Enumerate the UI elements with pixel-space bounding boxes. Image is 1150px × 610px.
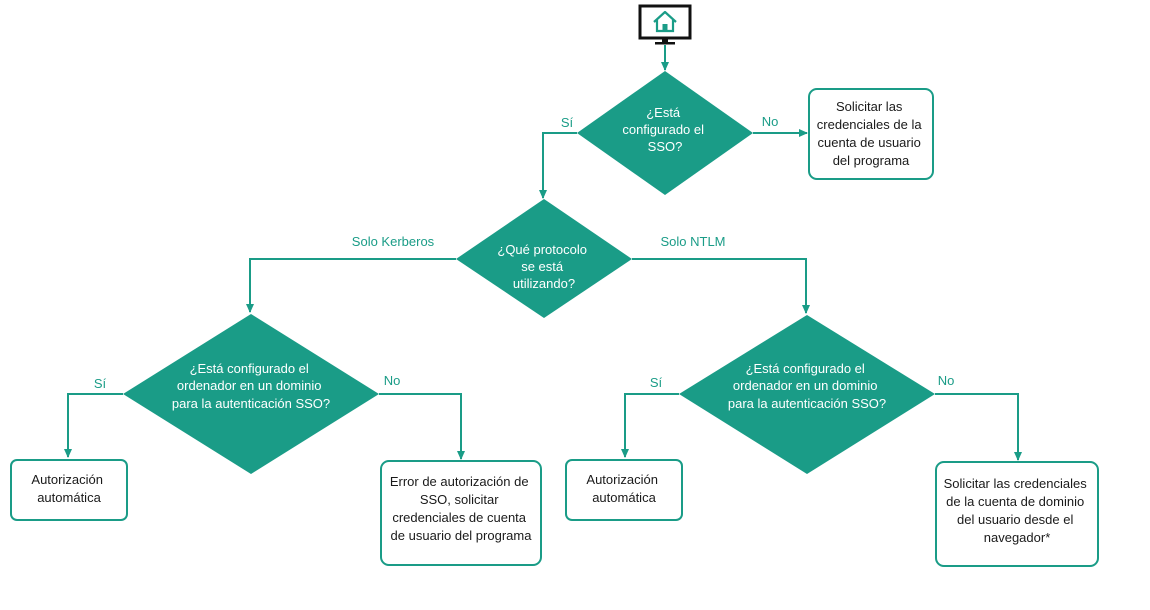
decision-text-line: configurado el [622,122,704,137]
box-request-domain-credentials: Solicitar las credenciales de la cuenta … [935,461,1099,567]
box-text-line: Solicitar las credenciales [944,476,1088,491]
svg-text:Solicitar las credenciales: Solicitar las credenciales de la cuenta … [944,476,1091,545]
decision-text-line: ¿Está configurado el [190,361,309,376]
decision-text-line: para la autenticación SSO? [728,396,886,411]
decision-text-line: ¿Está configurado el [746,361,865,376]
decision-domain-left: ¿Está configurado el ordenador en un dom… [123,314,379,474]
decision-domain-right: ¿Está configurado el ordenador en un dom… [679,315,935,474]
process-box [10,459,128,521]
box-text-line: SSO, solicitar [420,492,499,507]
connector-ntlm [632,258,810,314]
connector-right-yes [621,393,679,458]
box-text-line: navegador* [984,530,1051,545]
box-text-line: automática [592,490,656,505]
box-text-line: del usuario desde el [957,512,1073,527]
box-text-line: Autorización [586,472,658,487]
decision-text-line: ordenador en un dominio [733,378,878,393]
box-auto-authorization-right: Autorización automática [565,459,683,521]
edge-label-left-yes: Sí [94,376,107,391]
edge-label-kerberos: Solo Kerberos [352,234,435,249]
decision-text-line: utilizando? [513,276,575,291]
connectors [64,45,1022,461]
process-box [565,459,683,521]
process-box [935,461,1099,567]
decision-diamond [679,315,935,474]
process-box [808,88,934,180]
box-text-line: cuenta de usuario [818,135,921,150]
decision-text-line: se está [521,259,564,274]
decision-text-line: para la autenticación SSO? [172,396,330,411]
svg-text:Autorización automática: Autorización automática [586,472,661,505]
edge-label-left-no: No [384,373,401,388]
box-text-line: del programa [833,153,910,168]
box-text-line: Autorización [31,472,103,487]
edge-label-sso-yes: Sí [561,115,574,130]
svg-text:¿Está configurado el: ¿Está configurado el SSO? [622,105,707,154]
svg-text:¿Está configurado el ord: ¿Está configurado el ordenador en un dom… [172,361,330,411]
box-text-line: Error de autorización de [390,474,529,489]
decision-diamond [123,314,379,474]
box-text-line: Solicitar las [836,99,903,114]
decision-text-line: SSO? [648,139,683,154]
edge-labels: Sí No Solo Kerberos Solo NTLM Sí No Sí N… [94,114,954,391]
decision-text-line: ¿Qué protocolo [497,242,587,257]
edge-label-sso-no: No [762,114,779,129]
decision-protocol: ¿Qué protocolo se está utilizando? [456,199,632,318]
decision-diamond [456,199,632,318]
decision-diamond [577,71,753,195]
svg-text:Error de autorización de: Error de autorización de SSO, solicitar … [390,474,532,543]
connector-left-yes [64,393,123,458]
box-auto-authorization-left: Autorización automática [10,459,128,521]
connector-kerberos [246,258,456,313]
svg-text:Autorización automática: Autorización automática [31,472,106,505]
box-request-program-credentials: Solicitar las credenciales de la cuenta … [808,88,934,180]
box-sso-error: Error de autorización de SSO, solicitar … [380,460,542,566]
svg-text:¿Está configurado el ord: ¿Está configurado el ordenador en un dom… [728,361,886,411]
edge-label-right-no: No [938,373,955,388]
edge-label-ntlm: Solo NTLM [660,234,725,249]
process-box [380,460,542,566]
box-text-line: automática [37,490,101,505]
decision-text-line: ¿Está [646,105,681,120]
connector-right-no [935,393,1022,461]
decision-text-line: ordenador en un dominio [177,378,322,393]
connector-left-no [379,393,465,460]
home-monitor-icon [638,4,692,45]
decision-sso-configured: ¿Está configurado el SSO? [577,71,753,195]
box-text-line: de usuario del programa [391,528,533,543]
svg-text:Solicitar las credencial: Solicitar las credenciales de la cuenta … [817,99,925,168]
edge-label-right-yes: Sí [650,375,663,390]
svg-text:¿Qué protocolo se está: ¿Qué protocolo se está utilizando? [497,242,590,291]
box-text-line: de la cuenta de dominio [946,494,1084,509]
box-text-line: credenciales de la [817,117,923,132]
connector-sso-yes [539,132,577,199]
box-text-line: credenciales de cuenta [392,510,526,525]
